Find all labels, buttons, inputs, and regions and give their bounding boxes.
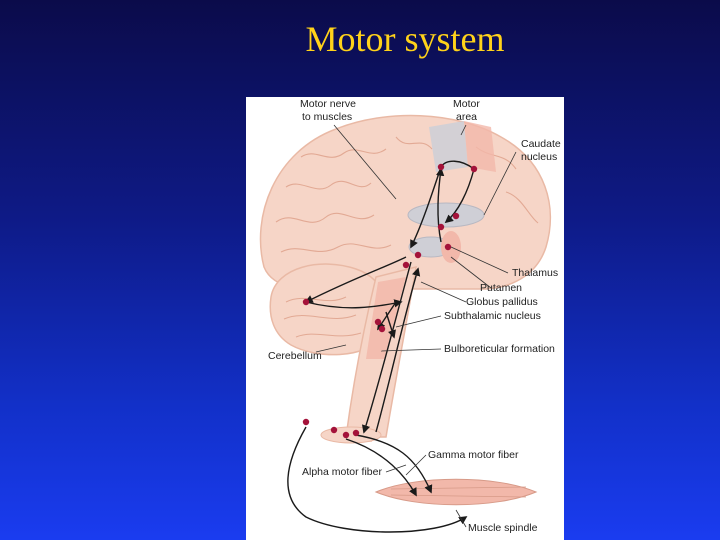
label-alpha-motor-fiber: Alpha motor fiber: [302, 466, 382, 478]
cerebellum-folia: [283, 296, 362, 338]
motor-system-figure: Motor nerve to muscles Motor area Caudat…: [246, 97, 564, 540]
motor-area-region: [429, 121, 468, 172]
motor-pathways: [287, 160, 475, 533]
label-subthalamic: Subthalamic nucleus: [444, 310, 541, 322]
label-cerebellum: Cerebellum: [268, 350, 322, 362]
slide-title: Motor system: [305, 19, 505, 59]
leader-lines: [315, 124, 517, 528]
caudate-nucleus-shape: [407, 202, 485, 228]
neuron-dots: [302, 163, 478, 439]
label-motor-area-line2: area: [456, 111, 477, 123]
label-motor-nerve: Motor nerve: [300, 98, 356, 110]
label-putamen: Putamen: [480, 282, 522, 294]
label-bulboreticular: Bulboreticular formation: [444, 343, 555, 355]
label-gamma-motor-fiber: Gamma motor fiber: [428, 449, 519, 461]
muscle: [374, 478, 538, 506]
premotor-region: [464, 121, 496, 172]
label-muscle-spindle: Muscle spindle: [468, 522, 538, 534]
label-caudate-line2: nucleus: [521, 151, 557, 163]
label-globus-pallidus: Globus pallidus: [466, 296, 538, 308]
label-motor-nerve-line2: to muscles: [302, 111, 352, 123]
label-caudate: Caudate: [521, 138, 561, 150]
label-thalamus: Thalamus: [512, 267, 558, 279]
label-motor-area: Motor: [453, 98, 480, 110]
motor-system-diagram: Motor nerve to muscles Motor area Caudat…: [259, 98, 561, 534]
cortex-gyri: [275, 136, 539, 253]
